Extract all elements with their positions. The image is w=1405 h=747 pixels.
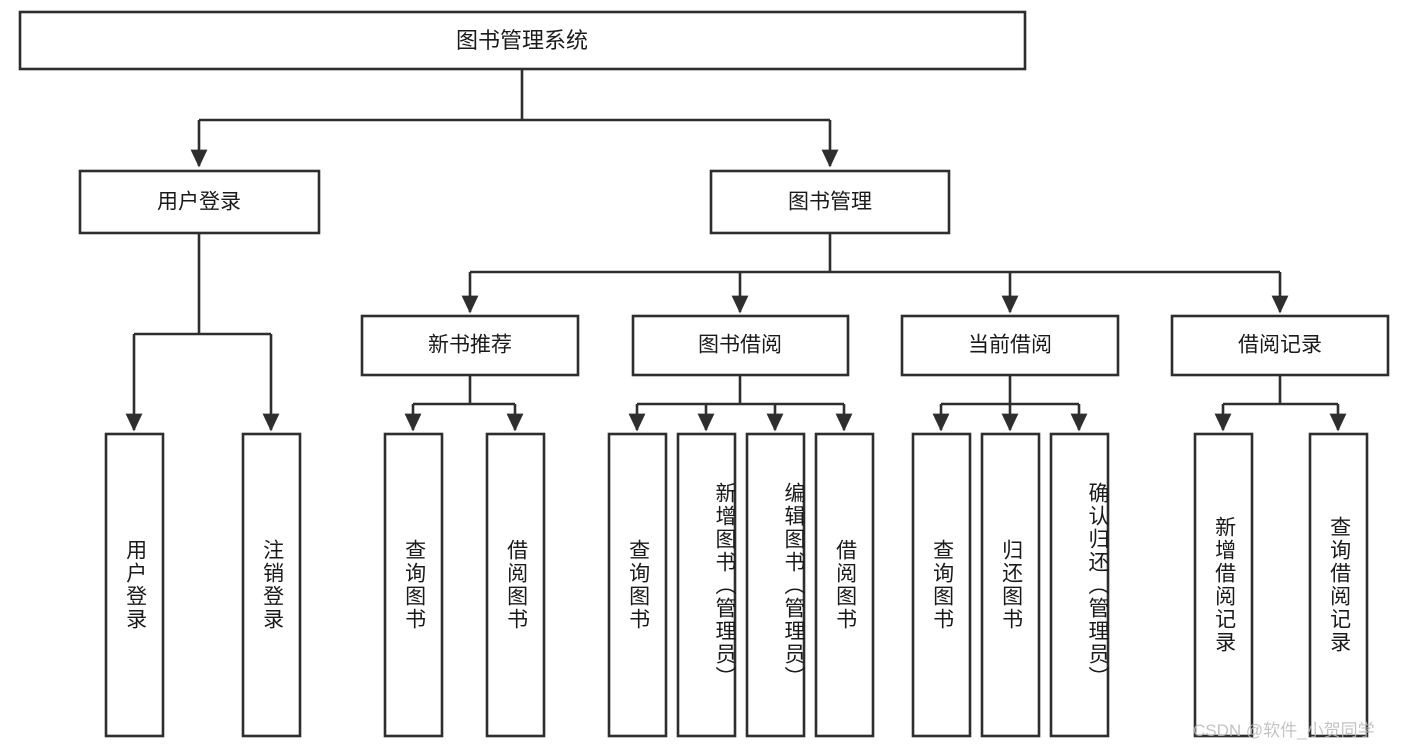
node-borrow-record-label: 借阅记录 — [1238, 334, 1322, 357]
node-leaf-10[interactable] — [980, 432, 1041, 738]
watermark-text: CSDN @软件_小贺同学 — [1193, 721, 1375, 740]
node-root[interactable] — [18, 10, 1027, 71]
node-current-borrow-label: 当前借阅 — [968, 334, 1052, 357]
node-leaf-5[interactable] — [607, 432, 668, 738]
node-leaf-11[interactable] — [1049, 432, 1110, 738]
node-new-book-rec[interactable] — [360, 314, 580, 377]
node-new-book-rec-label: 新书推荐 — [428, 334, 512, 357]
node-leaf-13[interactable] — [1308, 432, 1369, 738]
node-borrow-record[interactable] — [1170, 314, 1390, 377]
node-leaf-3[interactable] — [383, 432, 444, 738]
node-leaf-4[interactable] — [485, 432, 546, 738]
node-leaf-1[interactable] — [104, 432, 165, 738]
node-root-label: 图书管理系统 — [456, 28, 588, 53]
node-book-borrow[interactable] — [631, 314, 850, 377]
node-leaf-8[interactable] — [814, 432, 875, 738]
node-leaf-7[interactable] — [745, 432, 806, 738]
node-leaf-12[interactable] — [1193, 432, 1254, 738]
node-book-borrow-label: 图书借阅 — [698, 334, 782, 357]
node-leaf-9[interactable] — [911, 432, 972, 738]
node-book-manage-label: 图书管理 — [788, 191, 872, 214]
node-user-login[interactable] — [78, 169, 321, 235]
node-current-borrow[interactable] — [900, 314, 1120, 377]
node-leaf-2[interactable] — [241, 432, 302, 738]
node-book-manage[interactable] — [709, 169, 951, 235]
node-leaf-6[interactable] — [676, 432, 737, 738]
node-user-login-label: 用户登录 — [157, 191, 241, 214]
